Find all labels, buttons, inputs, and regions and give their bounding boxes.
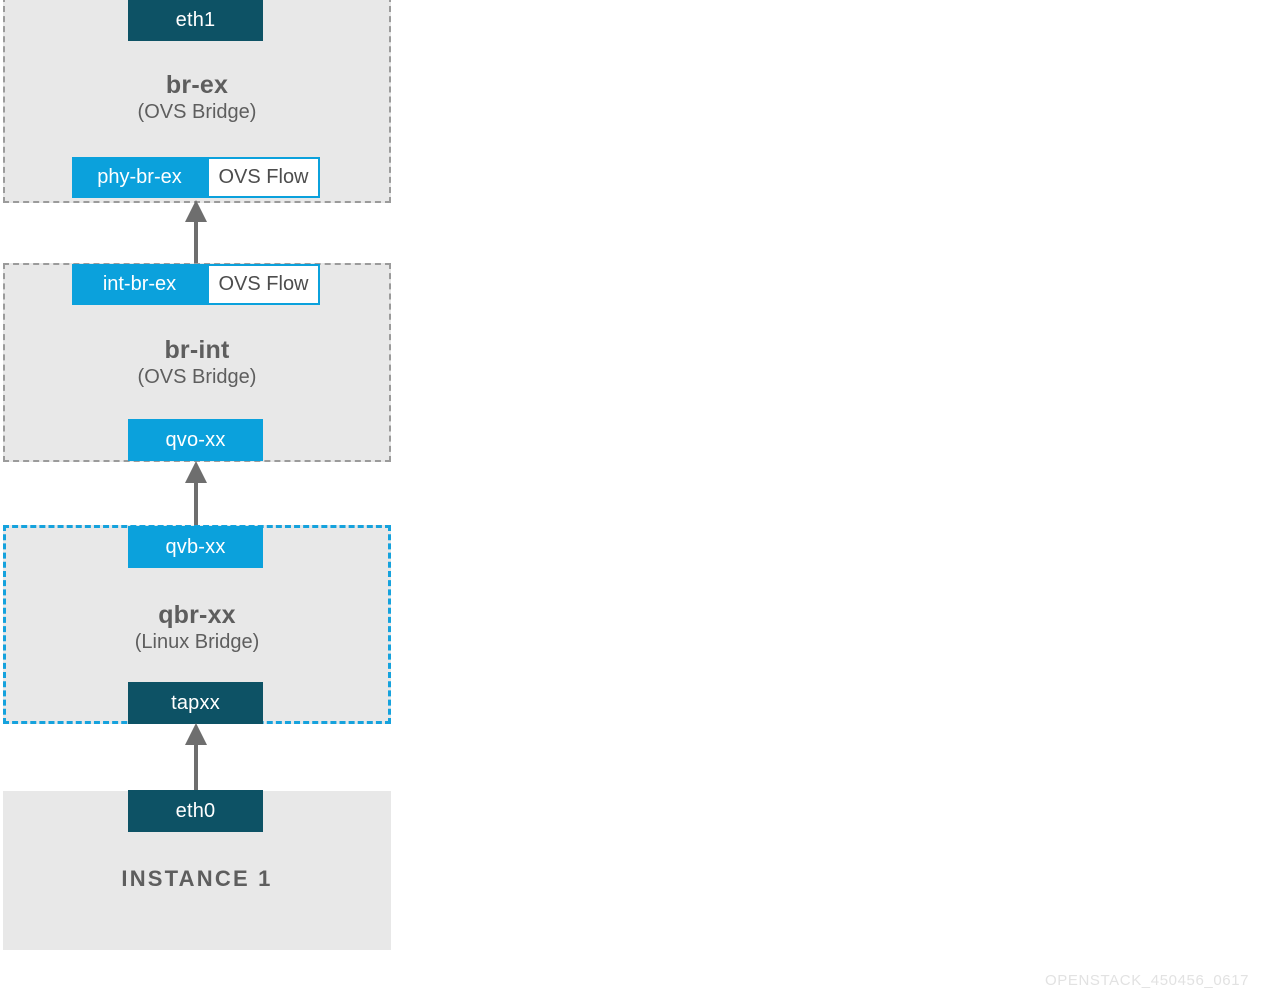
zone-qbr-xx-subtitle: (Linux Bridge) [134, 631, 260, 653]
zone-br-ex-title: br-ex [165, 71, 229, 99]
zone-qbr-xx-title: qbr-xx [158, 601, 236, 629]
port-qvb-xx[interactable]: qvb-xx [128, 526, 263, 568]
connector-int-br-ex-to-phy-br-ex [185, 200, 207, 268]
port-tapxx-label: tapxx [171, 691, 220, 714]
zone-br-int-subtitle: (OVS Bridge) [137, 366, 257, 388]
zone-instance-1-title: INSTANCE 1 [121, 866, 273, 891]
connector-eth0-to-tapxx [185, 723, 207, 793]
port-tapxx[interactable]: tapxx [128, 682, 263, 724]
watermark-label: OPENSTACK_450456_0617 [1045, 972, 1250, 989]
port-qvo-xx-label: qvo-xx [165, 428, 226, 451]
port-eth0-label: eth0 [175, 799, 216, 822]
zone-br-ex-subtitle: (OVS Bridge) [137, 101, 257, 123]
port-int-br-ex-label: int-br-ex [102, 273, 177, 295]
port-int-br-ex-flow-label: OVS Flow [218, 273, 309, 295]
port-phy-br-ex-label-cell[interactable]: phy-br-ex [72, 157, 207, 198]
port-int-br-ex-flow-cell[interactable]: OVS Flow [207, 264, 320, 305]
connector-qvb-xx-to-qvo-xx [185, 461, 207, 531]
port-qvb-xx-label: qvb-xx [165, 535, 226, 558]
zone-br-int-title: br-int [164, 336, 230, 364]
port-eth1-label: eth1 [175, 8, 216, 31]
port-qvo-xx[interactable]: qvo-xx [128, 419, 263, 461]
port-phy-br-ex-flow-cell[interactable]: OVS Flow [207, 157, 320, 198]
port-eth1[interactable]: eth1 [128, 0, 263, 41]
port-phy-br-ex-label: phy-br-ex [97, 166, 182, 188]
port-eth0[interactable]: eth0 [128, 790, 263, 832]
port-int-br-ex[interactable]: int-br-ex OVS Flow [72, 264, 320, 305]
port-int-br-ex-label-cell[interactable]: int-br-ex [72, 264, 207, 305]
zone-br-int: br-int (OVS Bridge) [3, 263, 391, 462]
port-phy-br-ex-flow-label: OVS Flow [218, 166, 309, 188]
port-phy-br-ex[interactable]: phy-br-ex OVS Flow [72, 157, 320, 198]
